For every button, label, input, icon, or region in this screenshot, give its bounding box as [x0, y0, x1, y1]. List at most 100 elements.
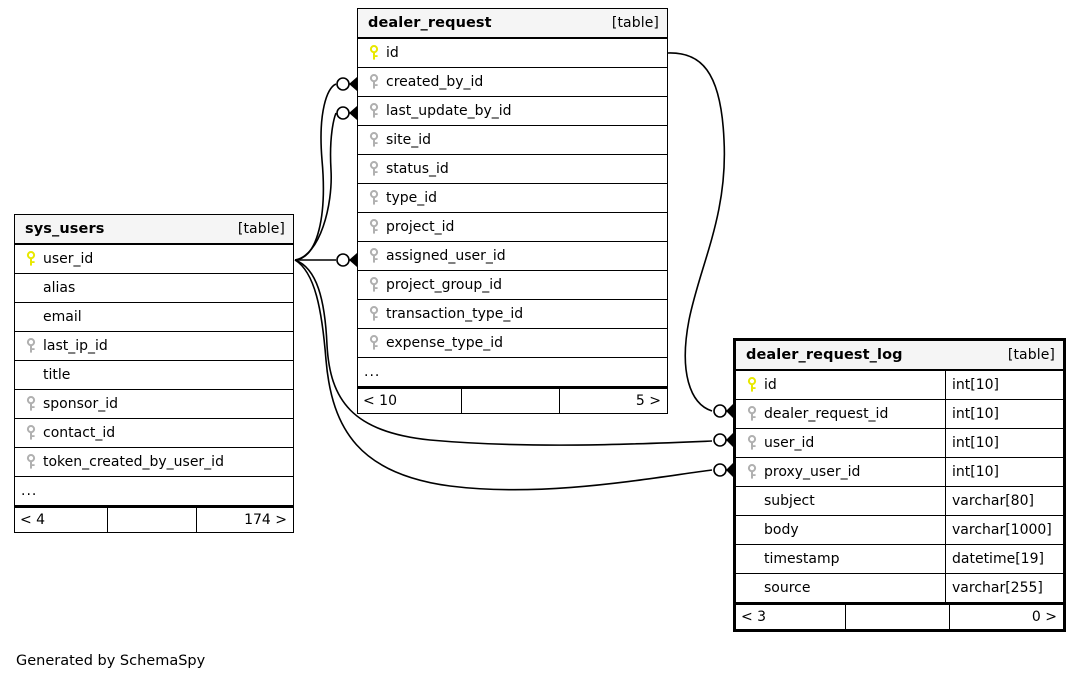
column-name-cell: body: [736, 516, 945, 544]
column-row[interactable]: email: [15, 303, 293, 332]
no-key-spacer: [744, 493, 760, 509]
column-row[interactable]: contact_id: [15, 419, 293, 448]
terminal-dealer_request_log-user_id: [713, 433, 734, 447]
outgoing-relationships-count[interactable]: 0 >: [1031, 609, 1057, 625]
primary-key-icon: [744, 377, 760, 393]
column-name-label: created_by_id: [386, 74, 484, 90]
table-header-dealer_request: dealer_request [table]: [358, 9, 667, 39]
column-type-cell: varchar[80]: [945, 487, 1063, 515]
column-row[interactable]: expense_type_id: [358, 329, 667, 358]
column-name-cell: project_id: [358, 213, 667, 241]
terminal-dealer_request-last_update_by_id: [336, 106, 357, 120]
no-key-spacer: [744, 580, 760, 596]
column-name-cell: transaction_type_id: [358, 300, 667, 328]
column-name-label: dealer_request_id: [764, 406, 889, 422]
foreign-key-icon: [744, 464, 760, 480]
column-type-cell: int[10]: [945, 400, 1063, 428]
incoming-relationships-count[interactable]: < 4: [15, 508, 109, 532]
schemaspy-credit: Generated by SchemaSpy: [16, 653, 206, 669]
column-name-cell: site_id: [358, 126, 667, 154]
footer-middle-cell: [108, 508, 198, 532]
column-row[interactable]: subject varchar[80]: [736, 487, 1063, 516]
table-title-dealer_request: dealer_request: [368, 15, 492, 31]
column-type-cell: int[10]: [945, 371, 1063, 399]
table-header-sys_users: sys_users[table]: [15, 215, 293, 245]
outgoing-relationships-count[interactable]: 5 >: [635, 393, 661, 409]
table-type-tag-sys_users: [table]: [237, 221, 285, 237]
column-row[interactable]: created_by_id: [358, 68, 667, 97]
column-name-label: id: [386, 45, 399, 61]
column-row[interactable]: type_id: [358, 184, 667, 213]
column-row[interactable]: user_id: [15, 245, 293, 274]
foreign-key-icon: [23, 425, 39, 441]
column-row[interactable]: site_id: [358, 126, 667, 155]
column-row[interactable]: dealer_request_id int[10]: [736, 400, 1063, 429]
column-row[interactable]: user_id int[10]: [736, 429, 1063, 458]
column-type-cell: varchar[1000]: [945, 516, 1063, 544]
table-type-tag-dealer_request_log: [table]: [1007, 347, 1055, 363]
primary-key-icon: [23, 251, 39, 267]
edge-sys_users-user_id-dealer_request-created_by_id: [294, 83, 337, 261]
incoming-relationships-count[interactable]: < 3: [736, 605, 846, 629]
foreign-key-icon: [23, 338, 39, 354]
column-row[interactable]: alias: [15, 274, 293, 303]
column-row[interactable]: transaction_type_id: [358, 300, 667, 329]
no-key-spacer: [23, 280, 39, 296]
column-name-cell: project_group_id: [358, 271, 667, 299]
column-name-label: source: [764, 580, 811, 596]
edge-dealer_request-id-dealer_request_log-dealer_request_id: [667, 52, 726, 412]
terminal-dealer_request-created_by_id: [336, 77, 357, 91]
column-name-label: user_id: [764, 435, 815, 451]
footer-middle-cell: [462, 389, 561, 413]
column-row[interactable]: project_id: [358, 213, 667, 242]
column-name-cell: proxy_user_id: [736, 458, 945, 486]
column-row[interactable]: last_ip_id: [15, 332, 293, 361]
column-name-cell: user_id: [15, 245, 293, 273]
column-row[interactable]: last_update_by_id: [358, 97, 667, 126]
foreign-key-icon: [23, 396, 39, 412]
outgoing-relationships-count[interactable]: 174 >: [244, 512, 287, 528]
column-name-label: timestamp: [764, 551, 840, 567]
column-type-cell: int[10]: [945, 429, 1063, 457]
column-row[interactable]: id: [358, 39, 667, 68]
column-name-label: assigned_user_id: [386, 248, 506, 264]
column-name-cell: timestamp: [736, 545, 945, 573]
table-type-tag-dealer_request: [table]: [611, 15, 659, 31]
terminal-dealer_request_log-dealer_request_id: [713, 404, 734, 418]
column-type-cell: datetime[19]: [945, 545, 1063, 573]
column-name-label: expense_type_id: [386, 335, 503, 351]
column-name-cell: contact_id: [15, 419, 293, 447]
foreign-key-icon: [366, 219, 382, 235]
column-row[interactable]: sponsor_id: [15, 390, 293, 419]
more-columns-row: ...: [358, 358, 667, 387]
column-name-cell: dealer_request_id: [736, 400, 945, 428]
column-row[interactable]: title: [15, 361, 293, 390]
column-name-cell: last_ip_id: [15, 332, 293, 360]
column-name-label: alias: [43, 280, 76, 296]
column-name-label: last_update_by_id: [386, 103, 512, 119]
column-row[interactable]: project_group_id: [358, 271, 667, 300]
terminal-dealer_request_log-proxy_user_id: [713, 463, 734, 477]
column-row[interactable]: status_id: [358, 155, 667, 184]
column-name-label: proxy_user_id: [764, 464, 861, 480]
foreign-key-icon: [744, 435, 760, 451]
more-columns-row: ...: [15, 477, 293, 506]
foreign-key-icon: [366, 161, 382, 177]
column-row[interactable]: assigned_user_id: [358, 242, 667, 271]
table-footer-sys_users: < 4 174 >: [15, 506, 293, 532]
column-row[interactable]: token_created_by_user_id: [15, 448, 293, 477]
incoming-relationships-count[interactable]: < 10: [358, 389, 462, 413]
column-name-cell: status_id: [358, 155, 667, 183]
column-name-label: subject: [764, 493, 815, 509]
foreign-key-icon: [366, 335, 382, 351]
footer-middle-cell: [846, 605, 951, 629]
column-row[interactable]: timestamp datetime[19]: [736, 545, 1063, 574]
